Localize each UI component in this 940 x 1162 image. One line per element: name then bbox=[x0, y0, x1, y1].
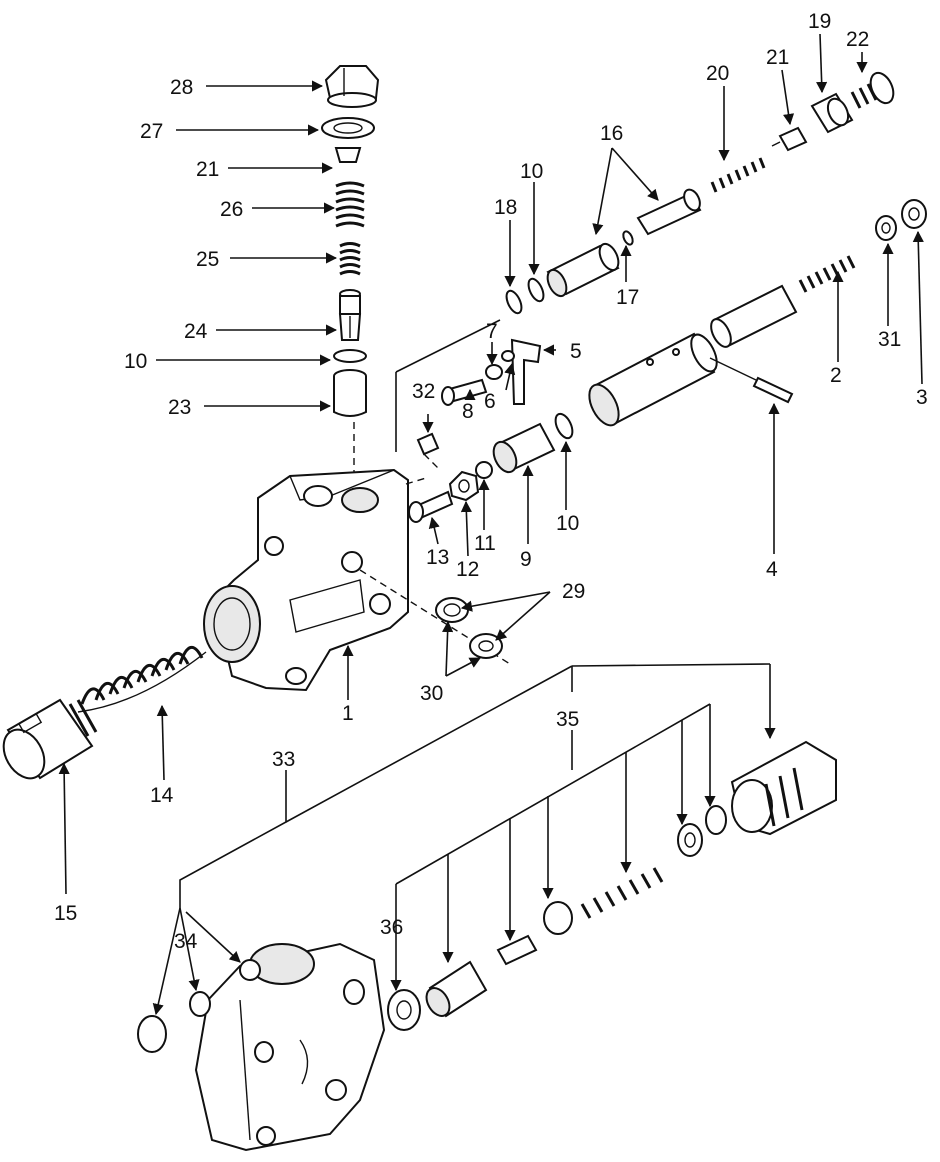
callout-35: 35 bbox=[556, 708, 579, 731]
callout-26: 26 bbox=[220, 198, 243, 221]
part-body-33 bbox=[194, 942, 386, 1152]
callout-4: 4 bbox=[766, 558, 778, 581]
part-plug-35-g bbox=[730, 740, 837, 836]
callout-27: 27 bbox=[140, 120, 163, 143]
callout-13: 13 bbox=[426, 546, 449, 569]
part-washer-36 bbox=[387, 989, 421, 1031]
part-poppet-35-a bbox=[425, 960, 488, 1018]
part-oring-18 bbox=[505, 289, 523, 315]
part-oring-10-upper bbox=[527, 277, 545, 303]
part-screw-13 bbox=[408, 490, 454, 523]
callout-23: 23 bbox=[168, 396, 191, 419]
callout-22: 22 bbox=[846, 28, 869, 51]
part-poppet-24 bbox=[338, 289, 362, 341]
part-valve-9 bbox=[492, 422, 556, 474]
part-ring-17 bbox=[622, 230, 634, 246]
part-nut-19 bbox=[810, 92, 854, 134]
callout-2: 2 bbox=[830, 364, 842, 387]
part-washer-7 bbox=[485, 364, 503, 380]
callout-33: 33 bbox=[272, 748, 295, 771]
callout-36: 36 bbox=[380, 916, 403, 939]
callout-16: 16 bbox=[600, 122, 623, 145]
callout-1: 1 bbox=[342, 702, 354, 725]
callout-30: 30 bbox=[420, 682, 443, 705]
callout-34: 34 bbox=[174, 930, 198, 953]
part-lever-5 bbox=[510, 338, 542, 405]
callout-10-upper: 10 bbox=[520, 160, 543, 183]
part-valve-body-1 bbox=[203, 468, 511, 692]
part-spring-2 bbox=[798, 255, 856, 293]
callout-6: 6 bbox=[484, 390, 496, 413]
callout-11: 11 bbox=[474, 532, 496, 555]
callout-20: 20 bbox=[706, 62, 729, 85]
part-spring-35-d bbox=[580, 867, 664, 919]
callout-28: 28 bbox=[170, 76, 193, 99]
part-retainer-3 bbox=[901, 199, 927, 229]
part-spring-25 bbox=[339, 242, 361, 276]
callout-8: 8 bbox=[462, 400, 474, 423]
part-plug-32 bbox=[416, 432, 441, 471]
callout-21-upper: 21 bbox=[766, 46, 789, 69]
callout-29: 29 bbox=[562, 580, 585, 603]
callout-9: 9 bbox=[520, 548, 532, 571]
part-spool-lower bbox=[710, 284, 798, 348]
callout-31: 31 bbox=[878, 328, 901, 351]
callout-14: 14 bbox=[150, 784, 174, 807]
callout-10-middle: 10 bbox=[556, 512, 579, 535]
part-oring-10-vertical bbox=[333, 349, 367, 363]
callout-numbers: 1 2 3 4 5 6 7 8 9 10 10 10 11 12 13 14 1… bbox=[54, 10, 928, 953]
part-cap-15 bbox=[2, 698, 98, 780]
callout-3: 3 bbox=[916, 386, 928, 409]
callout-10-left: 10 bbox=[124, 350, 147, 373]
part-orings-34 bbox=[137, 959, 261, 1053]
part-oring-35-f bbox=[705, 805, 727, 835]
part-cap-plug-28 bbox=[324, 65, 380, 108]
part-spool-16-small bbox=[636, 188, 702, 236]
part-cap-21-top bbox=[334, 147, 362, 163]
part-pin-4 bbox=[709, 357, 794, 404]
part-cap-21-upper bbox=[771, 126, 808, 152]
callout-32: 32 bbox=[412, 380, 435, 403]
callout-21-left: 21 bbox=[196, 158, 219, 181]
part-washer-27 bbox=[321, 117, 375, 139]
callout-5: 5 bbox=[570, 340, 582, 363]
part-seat-23 bbox=[333, 369, 367, 490]
part-spring-20 bbox=[710, 157, 766, 193]
callout-25: 25 bbox=[196, 248, 219, 271]
part-disc-35-c bbox=[543, 901, 573, 935]
callout-12: 12 bbox=[456, 558, 479, 581]
part-spring-26 bbox=[335, 181, 365, 228]
part-nut-12 bbox=[448, 470, 480, 502]
part-washer-30 bbox=[469, 633, 503, 659]
part-washer-31 bbox=[875, 215, 897, 241]
parts-layer bbox=[2, 65, 927, 1152]
part-spool-16-large bbox=[546, 242, 620, 298]
callout-24: 24 bbox=[184, 320, 208, 343]
part-ball-11 bbox=[475, 461, 493, 479]
callout-18: 18 bbox=[494, 196, 517, 219]
callout-15: 15 bbox=[54, 902, 77, 925]
part-plug-22 bbox=[850, 71, 895, 109]
part-pin-6 bbox=[501, 350, 515, 362]
callout-7: 7 bbox=[486, 320, 498, 343]
part-oring-10-middle bbox=[554, 412, 574, 440]
part-pin-35-b bbox=[496, 934, 538, 966]
callout-17: 17 bbox=[616, 286, 639, 309]
part-spring-14 bbox=[77, 646, 207, 713]
part-ring-35-e bbox=[677, 823, 703, 857]
callout-19: 19 bbox=[808, 10, 831, 33]
leader-lines bbox=[58, 33, 924, 1016]
part-fitting-29 bbox=[435, 597, 469, 623]
part-sleeve-housing bbox=[588, 332, 718, 427]
